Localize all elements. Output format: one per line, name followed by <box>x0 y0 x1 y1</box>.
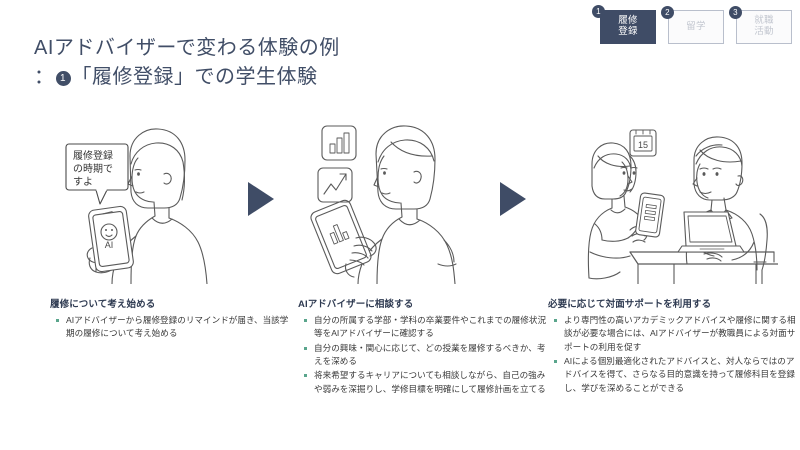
column-2-heading: AIアドバイザーに相談する <box>298 299 414 310</box>
tab-3-label-line2: 活動 <box>754 26 774 37</box>
list-item: 自分の所属する学部・学科の卒業要件やこれまでの履修状況等をAIアドバイザーに確認… <box>298 314 548 341</box>
tab-2-badge: 2 <box>661 6 674 19</box>
tab-1-badge: 1 <box>592 5 605 18</box>
column-2-bullet-list: 自分の所属する学部・学科の卒業要件やこれまでの履修状況等をAIアドバイザーに確認… <box>298 314 548 396</box>
list-item: AIアドバイザーから履修登録のリマインドが届き、当該学期の履修について考え始める <box>50 314 295 341</box>
list-item: より専門性の高いアカデミックアドバイスや履修に関する相談が必要な場合には、AIア… <box>548 314 798 354</box>
arrow-step-2-to-3 <box>500 182 526 216</box>
calendar-day-label: 15 <box>638 140 648 150</box>
arrow-step-1-to-2 <box>248 182 274 216</box>
tab-3-label-line1: 就職 <box>754 15 774 27</box>
tab-step-1[interactable]: 1 履修 登録 <box>592 5 656 44</box>
text-column-2: AIアドバイザーに相談する 自分の所属する学部・学科の卒業要件やこれまでの履修状… <box>298 296 548 397</box>
tab-2-label-line1: 留学 <box>686 20 706 32</box>
page-title-step-badge: 1 <box>55 71 71 86</box>
column-3-bullet-list: より専門性の高いアカデミックアドバイスや履修に関する相談が必要な場合には、AIア… <box>548 314 798 395</box>
tab-step-3[interactable]: 3 就職 活動 <box>729 6 792 44</box>
tab-1-label-line1: 履修 <box>618 15 638 27</box>
page-title: AIアドバイザーで変わる体験の例 ：1「履修登録」での学生体験 <box>34 34 340 92</box>
page-title-line2-prefix: ： <box>34 66 55 88</box>
page-title-line2-rest: 「履修登録」での学生体験 <box>71 66 318 88</box>
speech-line-2: の時期で <box>73 163 113 175</box>
illustration-panel-3: 15 <box>578 112 778 284</box>
column-1-bullet-list: AIアドバイザーから履修登録のリマインドが届き、当該学期の履修について考え始める <box>50 314 295 341</box>
column-3-heading: 必要に応じて対面サポートを利用する <box>548 299 712 310</box>
column-1-heading: 履修について考え始める <box>50 299 156 310</box>
phone-ai-label: AI <box>105 240 114 250</box>
tab-3-badge: 3 <box>729 6 742 19</box>
text-column-1: 履修について考え始める AIアドバイザーから履修登録のリマインドが届き、当該学期… <box>50 296 295 342</box>
text-column-3: 必要に応じて対面サポートを利用する より専門性の高いアカデミックアドバイスや履修… <box>548 296 798 396</box>
list-item: 自分の興味・関心に応じて、どの授業を履修するべきか、考えを深める <box>298 342 548 369</box>
illustration-panel-1: AI 履修登録 の時期で すよ <box>52 112 230 284</box>
tab-step-2[interactable]: 2 留学 <box>661 6 724 44</box>
speech-line-3: すよ <box>73 176 93 188</box>
speech-line-1: 履修登録 <box>73 149 113 162</box>
illustration-panel-2 <box>296 112 482 284</box>
step-tabs: 1 履修 登録 2 留学 3 就職 活動 <box>592 5 792 44</box>
page-title-line1: AIアドバイザーで変わる体験の例 <box>34 37 340 59</box>
tab-1-label-line2: 登録 <box>618 26 638 37</box>
list-item: 将来希望するキャリアについても相談しながら、自己の強みや弱みを深掘りし、学修目標… <box>298 369 548 396</box>
list-item: AIによる個別最適化されたアドバイスと、対人ならではのアドバイスを得て、さらなる… <box>548 355 798 395</box>
